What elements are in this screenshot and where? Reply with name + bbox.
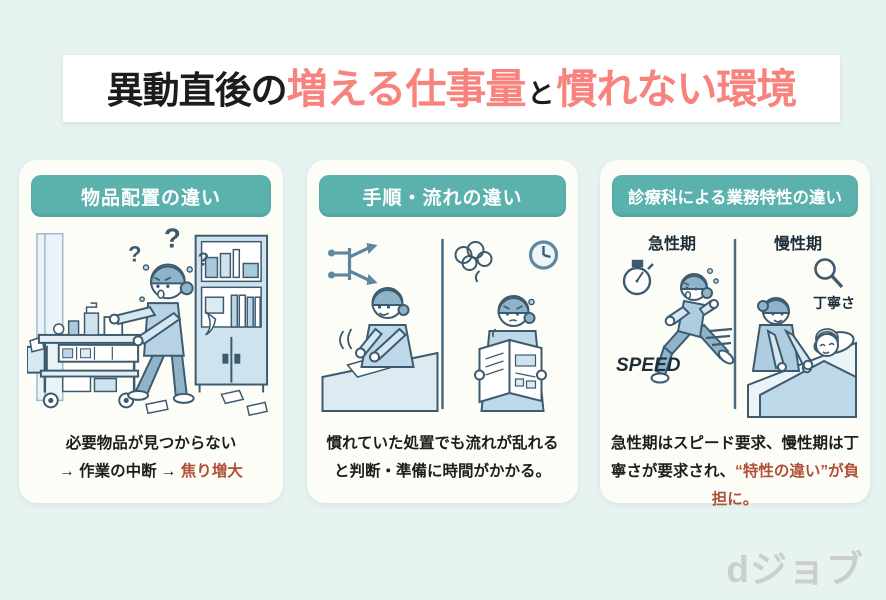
tangle-icon: [454, 241, 493, 283]
acute-phase-label: 急性期: [648, 234, 696, 253]
title-segment-accent-1: 増える仕事量: [286, 66, 527, 112]
djob-logo: dジョブ: [726, 549, 864, 590]
card-item-placement: 物品配置の違い: [19, 160, 283, 503]
caption-procedure-flow: 慣れていた処置でも流れが乱れる と判断・準備に時間がかかる。: [307, 430, 578, 486]
card-procedure-flow: 手順・流れの違い: [307, 160, 578, 503]
illustration-nurse-searching-supply-cart: ? ? ?: [27, 225, 275, 425]
question-mark-icon: ?: [164, 225, 181, 254]
caption-item-placement: 必要物品が見つからない → 作業の中断 → 焦り増大: [19, 430, 283, 486]
illustration-acute-vs-chronic: 急性期 慢性期: [608, 225, 862, 425]
caption-line-1: 必要物品が見つからない: [65, 435, 237, 452]
caption-line-2-plain: → 作業の中断 →: [59, 462, 181, 480]
caption-line-2-emphasis: 焦り増大: [180, 462, 243, 480]
title-segment-black-2: と: [527, 79, 555, 109]
caption-line-2: と判断・準備に時間がかかる。: [333, 462, 551, 480]
nurse-reading-figure: [474, 295, 547, 412]
question-mark-icon: ?: [198, 248, 210, 269]
care-label: 丁寧さ: [813, 295, 855, 311]
card-header-item-placement: 物品配置の違い: [31, 175, 271, 217]
card-header-department-characteristics: 診療科による業務特性の違い: [612, 175, 858, 217]
question-marks: ? ? ?: [128, 225, 209, 269]
nurse-figure: [108, 263, 195, 404]
speed-lines: [705, 327, 733, 347]
caption-plain: 急性期はスピード要求、慢性期は丁寧さが要求され、: [610, 435, 859, 480]
patient-in-bed: [747, 328, 857, 418]
title-segment-black-1: 異動直後の: [106, 70, 288, 111]
caring-nurse-figure: [751, 297, 814, 372]
title-banner: 異動直後の 増える仕事量 と 慣れない環境: [63, 55, 840, 122]
scattered-papers: [145, 389, 268, 417]
speed-label: SPEED: [616, 355, 681, 376]
stopwatch-icon: [622, 259, 654, 296]
supply-cabinet: [194, 234, 269, 393]
chronic-phase-label: 慢性期: [774, 234, 822, 253]
caption-department-characteristics: 急性期はスピード要求、慢性期は丁寧さが要求され、“特性の違い”が負担に。: [600, 430, 870, 514]
card-department-characteristics: 診療科による業務特性の違い 急性期 慢性期: [600, 160, 870, 508]
clock-icon: [528, 240, 559, 270]
running-nurse-figure: [650, 267, 735, 384]
card-header-procedure-flow: 手順・流れの違い: [319, 175, 566, 217]
caption-line-1: 慣れていた処置でも流れが乱れる: [326, 435, 559, 452]
branch-arrows-icon: [328, 243, 378, 285]
illustration-procedure-flow-comparison: [315, 225, 570, 425]
magnifier-icon: [814, 258, 844, 289]
title-segment-accent-2: 慣れない環境: [556, 66, 797, 112]
question-mark-icon: ?: [128, 242, 141, 267]
supply-cart: [27, 302, 142, 409]
nurse-working-figure: [321, 287, 439, 412]
caption-emphasis: “特性の違い”が負担に。: [711, 462, 860, 508]
